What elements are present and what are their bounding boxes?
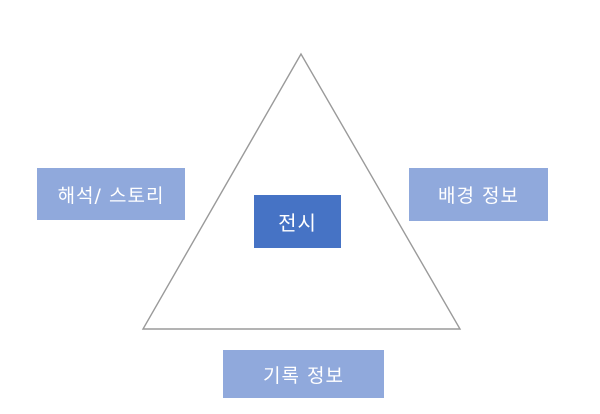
exhibition-label: 전시: [278, 211, 317, 235]
interpretation-story-box: 해석/ 스토리: [37, 168, 185, 220]
background-info-label: 배경 정보: [438, 185, 519, 207]
exhibition-box: 전시: [254, 195, 341, 248]
background-info-box: 배경 정보: [409, 168, 548, 221]
interpretation-story-label: 해석/ 스토리: [57, 184, 165, 207]
triangle-shape: [141, 52, 462, 330]
record-info-label: 기록 정보: [263, 364, 344, 387]
record-info-box: 기록 정보: [223, 350, 384, 398]
